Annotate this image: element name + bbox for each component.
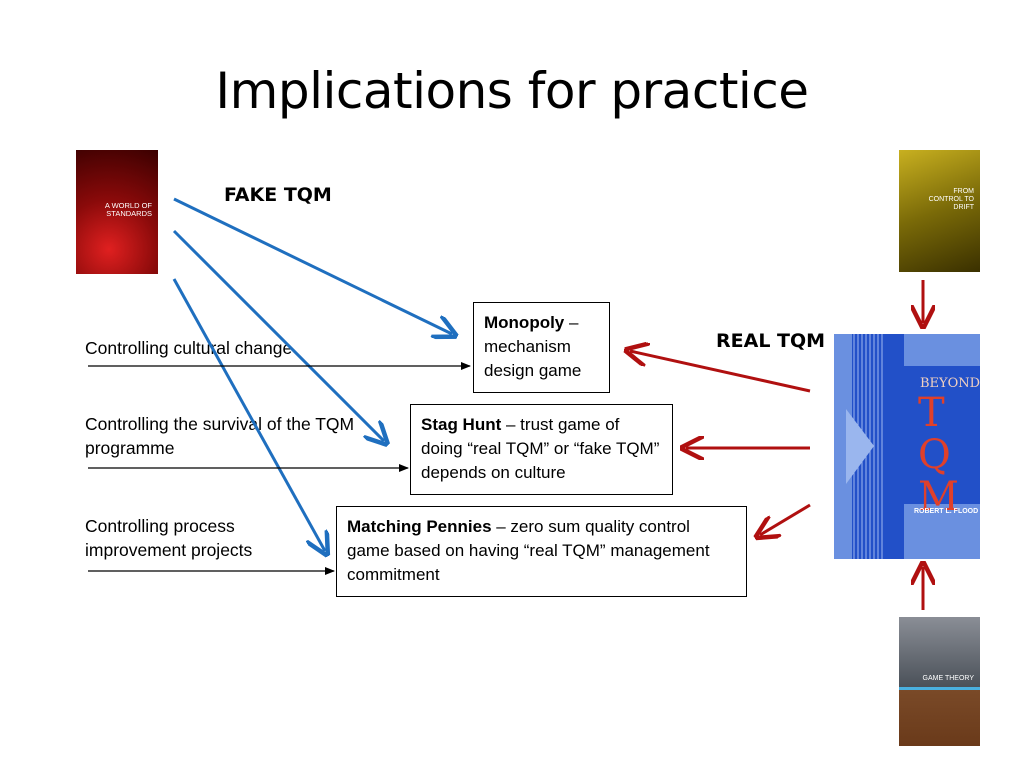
label-process-improvement: Controlling process improvement projects bbox=[85, 516, 253, 560]
red-arrow-matching-pennies bbox=[760, 503, 811, 535]
real-tqm-label: REAL TQM bbox=[716, 330, 826, 352]
book-drift-title: FROM CONTROL TO DRIFT bbox=[928, 188, 974, 211]
monopoly-box: Monopoly – mechanism design game bbox=[473, 302, 610, 393]
book-game-theory: GAME THEORY bbox=[899, 617, 980, 746]
stag-hunt-desc: – trust game of doing “real TQM” or “fak… bbox=[421, 415, 660, 482]
monopoly-title: Monopoly bbox=[484, 313, 565, 332]
page-title: Implications for practice bbox=[215, 62, 809, 120]
matching-pennies-box: Matching Pennies – zero sum quality cont… bbox=[336, 506, 747, 597]
label-survival: Controlling the survival of the TQM prog… bbox=[85, 414, 355, 458]
book-world-of-standards: A WORLD OF STANDARDS bbox=[76, 150, 158, 274]
matching-pennies-desc: – zero sum quality control game based on… bbox=[347, 517, 710, 584]
book-game-title: GAME THEORY bbox=[922, 675, 974, 682]
book-beyond-tqm: BEYOND TQM ROBERT L. FLOOD bbox=[834, 334, 980, 559]
stag-hunt-title: Stag Hunt bbox=[421, 415, 502, 434]
red-arrow-monopoly bbox=[630, 351, 811, 393]
blue-arrow-stag-hunt bbox=[172, 229, 384, 441]
book-control-to-drift: FROM CONTROL TO DRIFT bbox=[899, 150, 980, 272]
book-tqm-author: ROBERT L. FLOOD bbox=[914, 508, 979, 515]
matching-pennies-title: Matching Pennies bbox=[347, 517, 492, 536]
label-cultural-change: Controlling cultural change bbox=[85, 338, 293, 358]
monopoly-desc: – mechanism design game bbox=[484, 313, 582, 380]
blue-arrow-monopoly bbox=[173, 197, 452, 334]
stag-hunt-box: Stag Hunt – trust game of doing “real TQ… bbox=[410, 404, 673, 495]
book-standards-title: A WORLD OF STANDARDS bbox=[104, 201, 152, 218]
blue-arrow-matching-pennies bbox=[172, 278, 325, 551]
book-tqm-beyond: BEYOND bbox=[920, 376, 980, 391]
book-tqm-main: TQM bbox=[918, 390, 959, 520]
fake-tqm-label: FAKE TQM bbox=[224, 184, 332, 206]
